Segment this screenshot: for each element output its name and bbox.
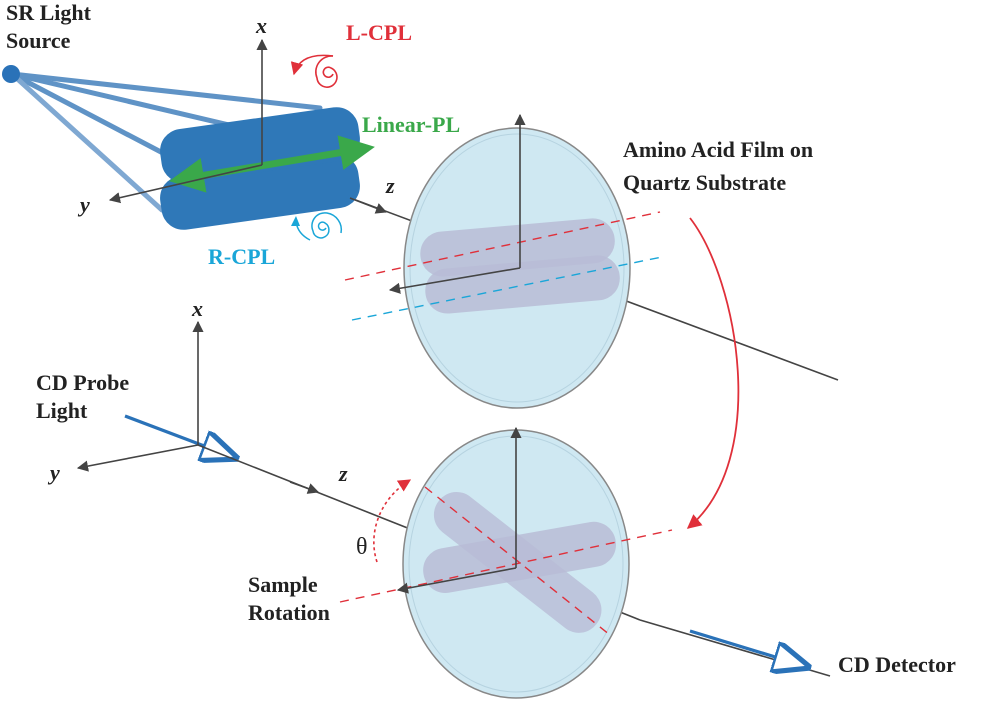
theta-label: θ: [356, 534, 368, 560]
top-dashed-blue: [351, 256, 663, 321]
bottom-z-arrow: [289, 481, 320, 494]
sr-rays: [9, 71, 323, 213]
linear-pl-arrow: [169, 135, 375, 193]
bottom-y-label: y: [47, 460, 60, 485]
top-film-lower: [425, 255, 620, 314]
top-disc-horizontal-axis: [388, 267, 521, 294]
probe-beam: [124, 414, 236, 458]
bottom-dashed-horizontal: [339, 529, 673, 603]
linear-pl-label: Linear-PL: [362, 112, 460, 137]
top-x-label: x: [255, 13, 267, 38]
lcpl-label: L-CPL: [346, 20, 412, 45]
top-y-axis: [108, 164, 263, 204]
top-y-label: y: [77, 192, 90, 217]
bottom-dashed-rotated: [424, 486, 611, 636]
top-z-arrow: [349, 197, 388, 214]
film-label-1: Amino Acid Film on: [623, 137, 813, 162]
top-dashed-red: [344, 211, 661, 281]
detector-beam: [689, 629, 808, 667]
rcpl-label: R-CPL: [208, 244, 275, 269]
cd-probe-label-1: CD Probe: [36, 370, 129, 395]
sr-source-label-2: Source: [6, 28, 71, 53]
rcpl-spiral: [291, 212, 343, 241]
sr-source-label-1: SR Light: [6, 0, 92, 25]
lcpl-spiral: [290, 54, 338, 88]
rotation-label-1: Sample: [248, 572, 318, 597]
rotation-label-2: Rotation: [248, 600, 330, 625]
bottom-z-label: z: [338, 461, 348, 486]
bottom-x-label: x: [191, 296, 203, 321]
rotation-arrow: [373, 479, 412, 563]
top-z-label: z: [385, 173, 395, 198]
bottom-disc-horizontal-axis: [396, 567, 517, 594]
transfer-arrow: [686, 217, 740, 529]
bottom-y-axis: [76, 444, 199, 472]
sr-source-dot: [2, 65, 20, 83]
cd-probe-label-2: Light: [36, 398, 88, 423]
film-label-2: Quartz Substrate: [623, 170, 786, 195]
cd-detector-label: CD Detector: [838, 652, 956, 677]
